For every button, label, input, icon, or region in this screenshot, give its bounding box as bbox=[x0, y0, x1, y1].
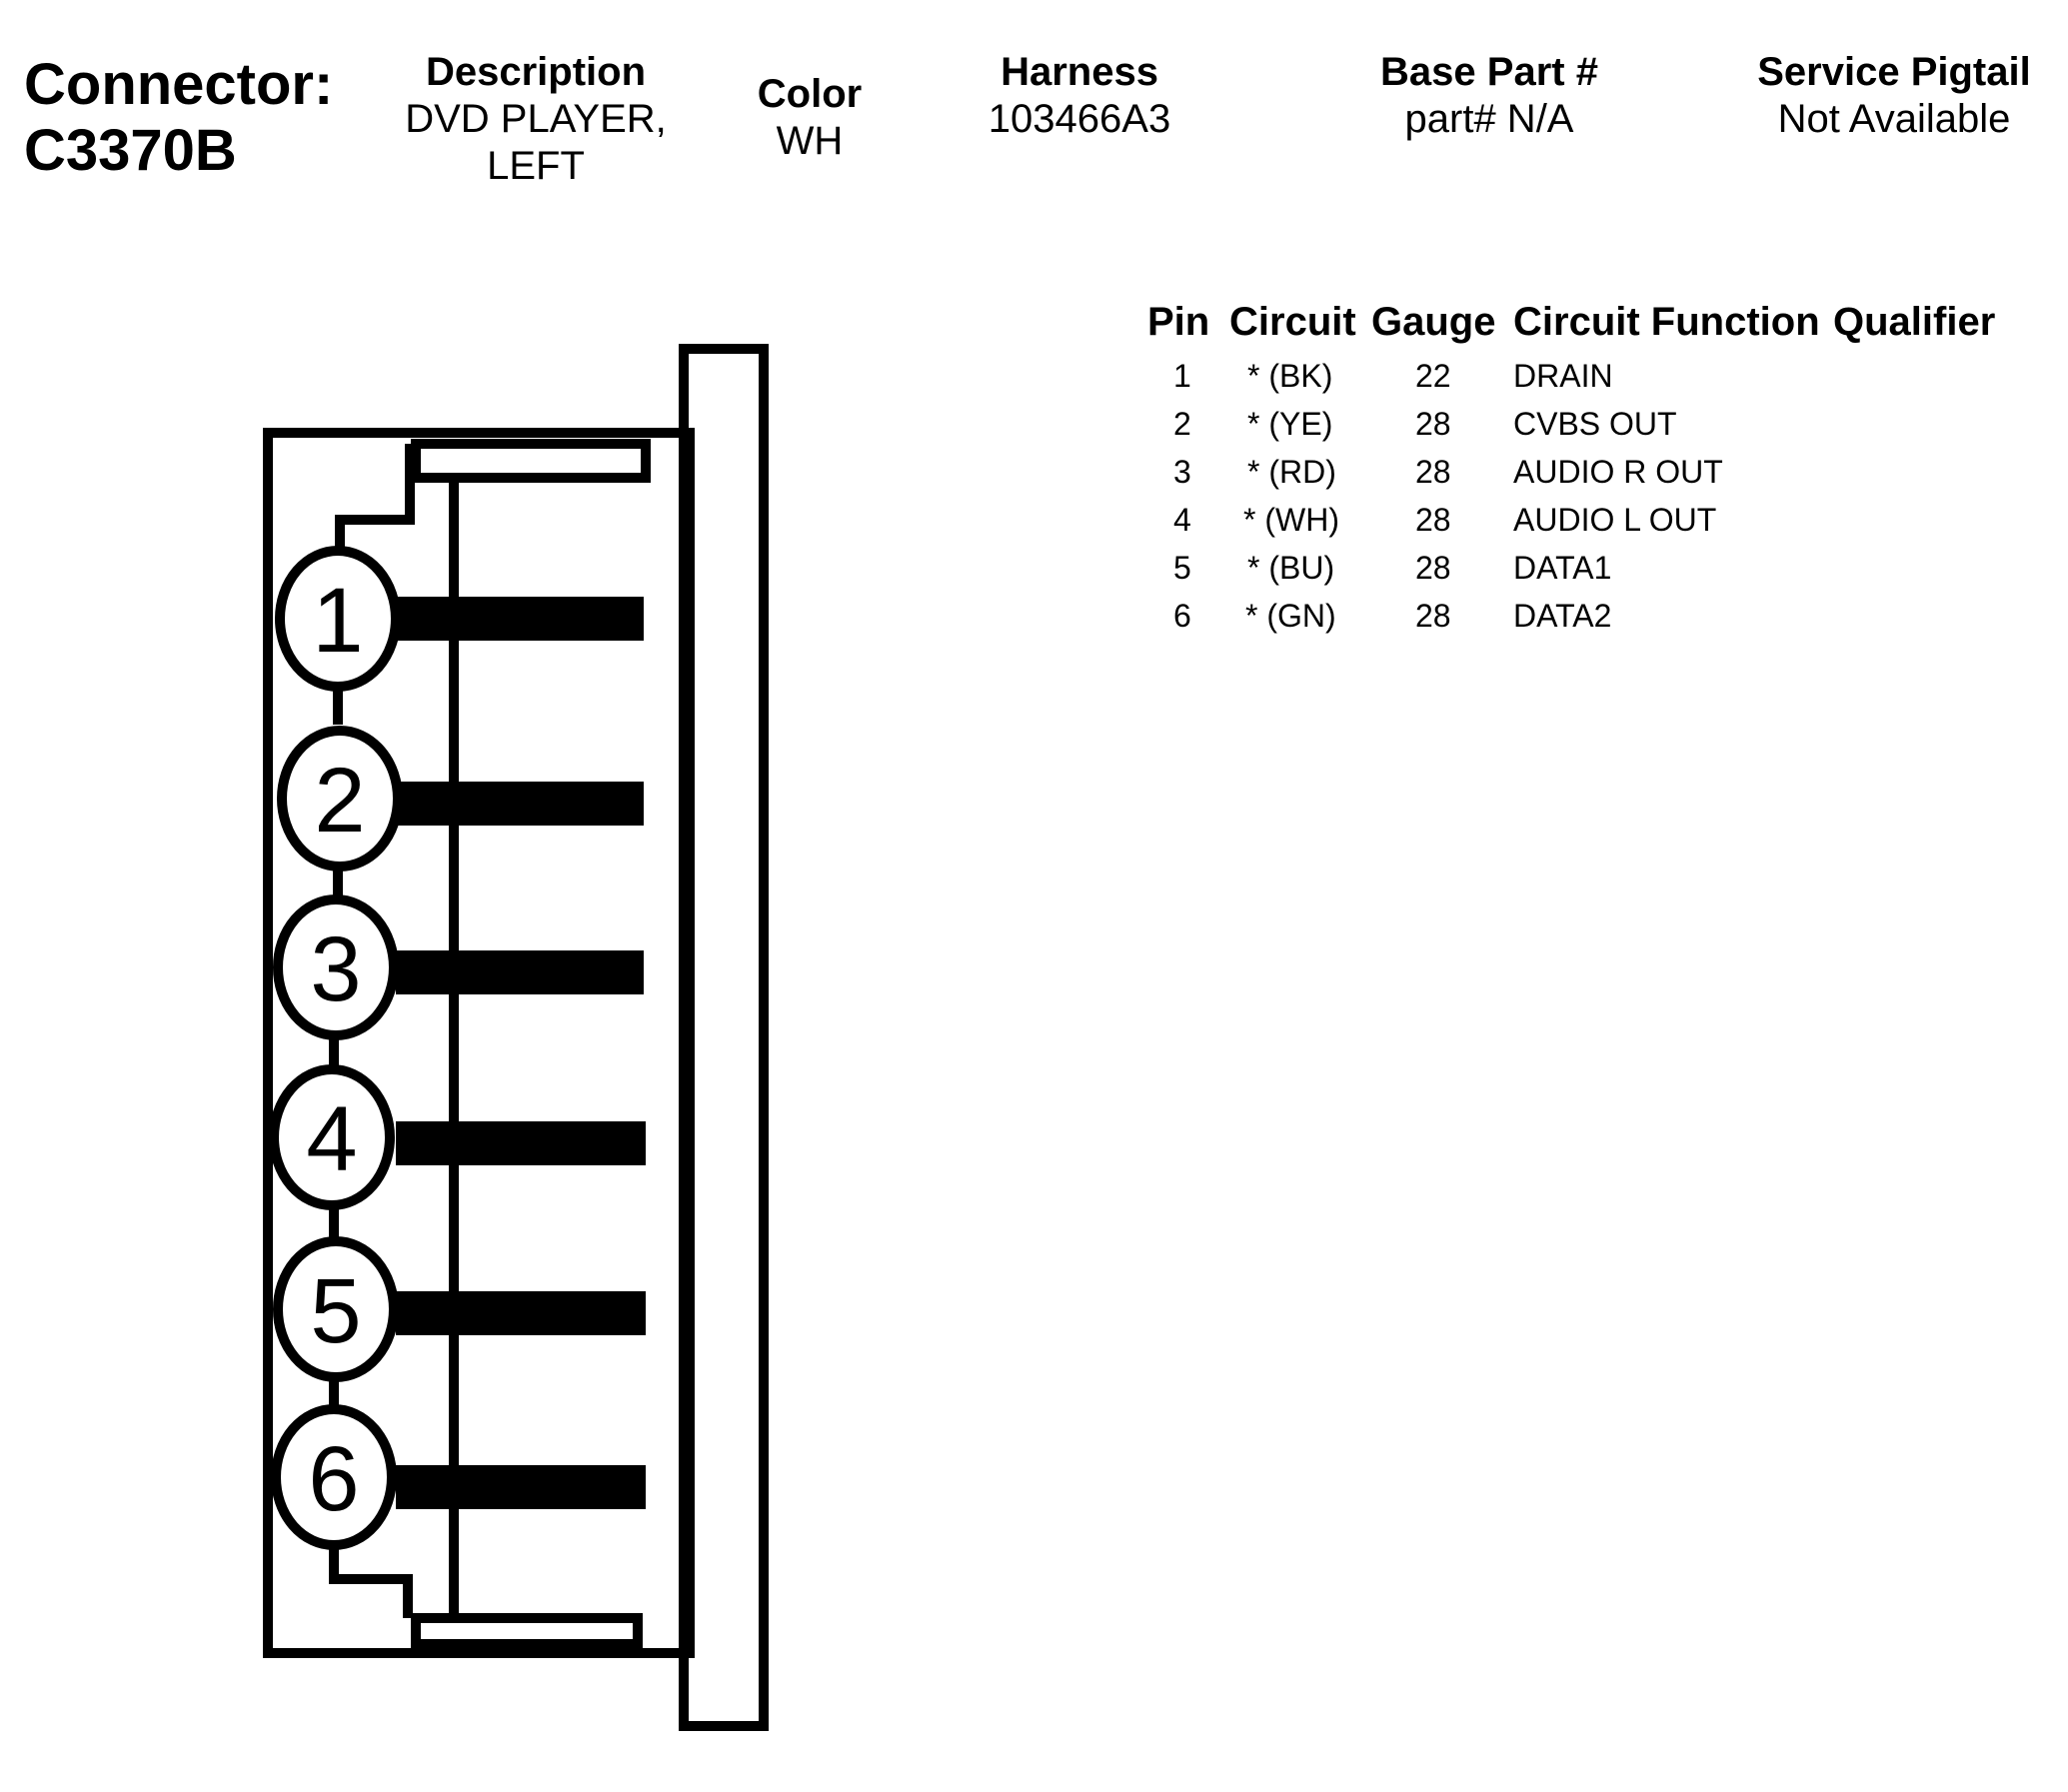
harness-column: Harness 103466A3 bbox=[960, 48, 1199, 143]
column-header-qualifier: Qualifier bbox=[1833, 300, 1996, 344]
harness-value: 103466A3 bbox=[988, 97, 1171, 141]
pin-cell: 3 bbox=[1173, 454, 1191, 490]
service-pigtail-label: Service Pigtail bbox=[1757, 50, 2031, 94]
pin-circle-2 bbox=[277, 726, 403, 872]
color-value: WH bbox=[776, 119, 844, 163]
connector-title: Connector: C3370B bbox=[24, 52, 333, 184]
description-column: Description DVD PLAYER, LEFT bbox=[386, 48, 686, 190]
pin-number-1: 1 bbox=[312, 570, 363, 672]
terminal-blade-4 bbox=[396, 1121, 646, 1165]
terminal-blade-3 bbox=[396, 950, 644, 994]
service-pigtail-column: Service Pigtail Not Available bbox=[1739, 48, 2049, 143]
terminal-blade-6 bbox=[396, 1465, 646, 1509]
function-cell: AUDIO L OUT bbox=[1513, 502, 1717, 538]
function-cell: AUDIO R OUT bbox=[1513, 454, 1723, 490]
pin-cell: 1 bbox=[1173, 358, 1191, 394]
pin-circle-5 bbox=[273, 1236, 399, 1382]
connector-label: Connector: bbox=[24, 52, 334, 117]
pin-cell: 6 bbox=[1173, 598, 1191, 634]
pin-circle-6 bbox=[271, 1404, 397, 1550]
gauge-cell: 28 bbox=[1415, 454, 1451, 490]
circuit-cell: * (GN) bbox=[1245, 598, 1336, 634]
function-cell: DATA1 bbox=[1513, 550, 1612, 586]
connector-side-bar bbox=[679, 344, 769, 1731]
pin-table-body: 1 * (BK) 22 DRAIN 2 * (YE) 28 CVBS OUT 3… bbox=[1147, 358, 2007, 658]
base-part-column: Base Part # part# N/A bbox=[1339, 48, 1639, 143]
keying-step-top bbox=[335, 444, 415, 554]
connector-housing bbox=[263, 428, 695, 1658]
harness-label: Harness bbox=[1001, 50, 1158, 94]
pin-number-2: 2 bbox=[314, 750, 365, 852]
pin-circle-1 bbox=[275, 546, 401, 692]
function-cell: CVBS OUT bbox=[1513, 406, 1677, 442]
function-cell: DATA2 bbox=[1513, 598, 1612, 634]
keying-step-bottom bbox=[329, 1529, 413, 1618]
gauge-cell: 28 bbox=[1415, 598, 1451, 634]
description-value: DVD PLAYER, LEFT bbox=[405, 97, 667, 188]
gauge-cell: 28 bbox=[1415, 406, 1451, 442]
color-label: Color bbox=[757, 72, 863, 116]
pin-circle-3 bbox=[273, 895, 399, 1040]
column-header-gauge: Gauge bbox=[1371, 300, 1496, 344]
circuit-cell: * (YE) bbox=[1247, 406, 1333, 442]
pin-number-6: 6 bbox=[308, 1428, 359, 1530]
column-header-pin: Pin bbox=[1147, 300, 1210, 344]
circuit-cell: * (BU) bbox=[1247, 550, 1335, 586]
gauge-cell: 22 bbox=[1415, 358, 1451, 394]
circuit-cell: * (RD) bbox=[1247, 454, 1336, 490]
terminal-blade-2 bbox=[396, 782, 644, 826]
bottom-latch-slot bbox=[411, 1613, 643, 1649]
base-part-label: Base Part # bbox=[1380, 50, 1598, 94]
connector-id: C3370B bbox=[24, 118, 237, 183]
function-cell: DRAIN bbox=[1513, 358, 1613, 394]
pin-number-5: 5 bbox=[310, 1260, 361, 1362]
gauge-cell: 28 bbox=[1415, 550, 1451, 586]
service-pigtail-value: Not Available bbox=[1777, 97, 2011, 141]
pin-cell: 5 bbox=[1173, 550, 1191, 586]
pin-number-3: 3 bbox=[310, 918, 361, 1020]
column-header-circuit-function: Circuit Function bbox=[1513, 300, 1820, 344]
column-header-circuit: Circuit bbox=[1229, 300, 1356, 344]
pin-cell: 4 bbox=[1173, 502, 1191, 538]
base-part-value: part# N/A bbox=[1404, 97, 1574, 141]
terminal-blade-5 bbox=[396, 1291, 646, 1335]
terminal-blade-1 bbox=[396, 597, 644, 641]
circuit-cell: * (BK) bbox=[1247, 358, 1333, 394]
gauge-cell: 28 bbox=[1415, 502, 1451, 538]
pin-cell: 2 bbox=[1173, 406, 1191, 442]
pin-circle-4 bbox=[269, 1064, 395, 1210]
description-label: Description bbox=[425, 50, 647, 94]
pin-number-4: 4 bbox=[306, 1088, 357, 1190]
top-latch-slot bbox=[411, 439, 651, 483]
color-column: Color WH bbox=[730, 70, 890, 165]
circuit-cell: * (WH) bbox=[1243, 502, 1339, 538]
